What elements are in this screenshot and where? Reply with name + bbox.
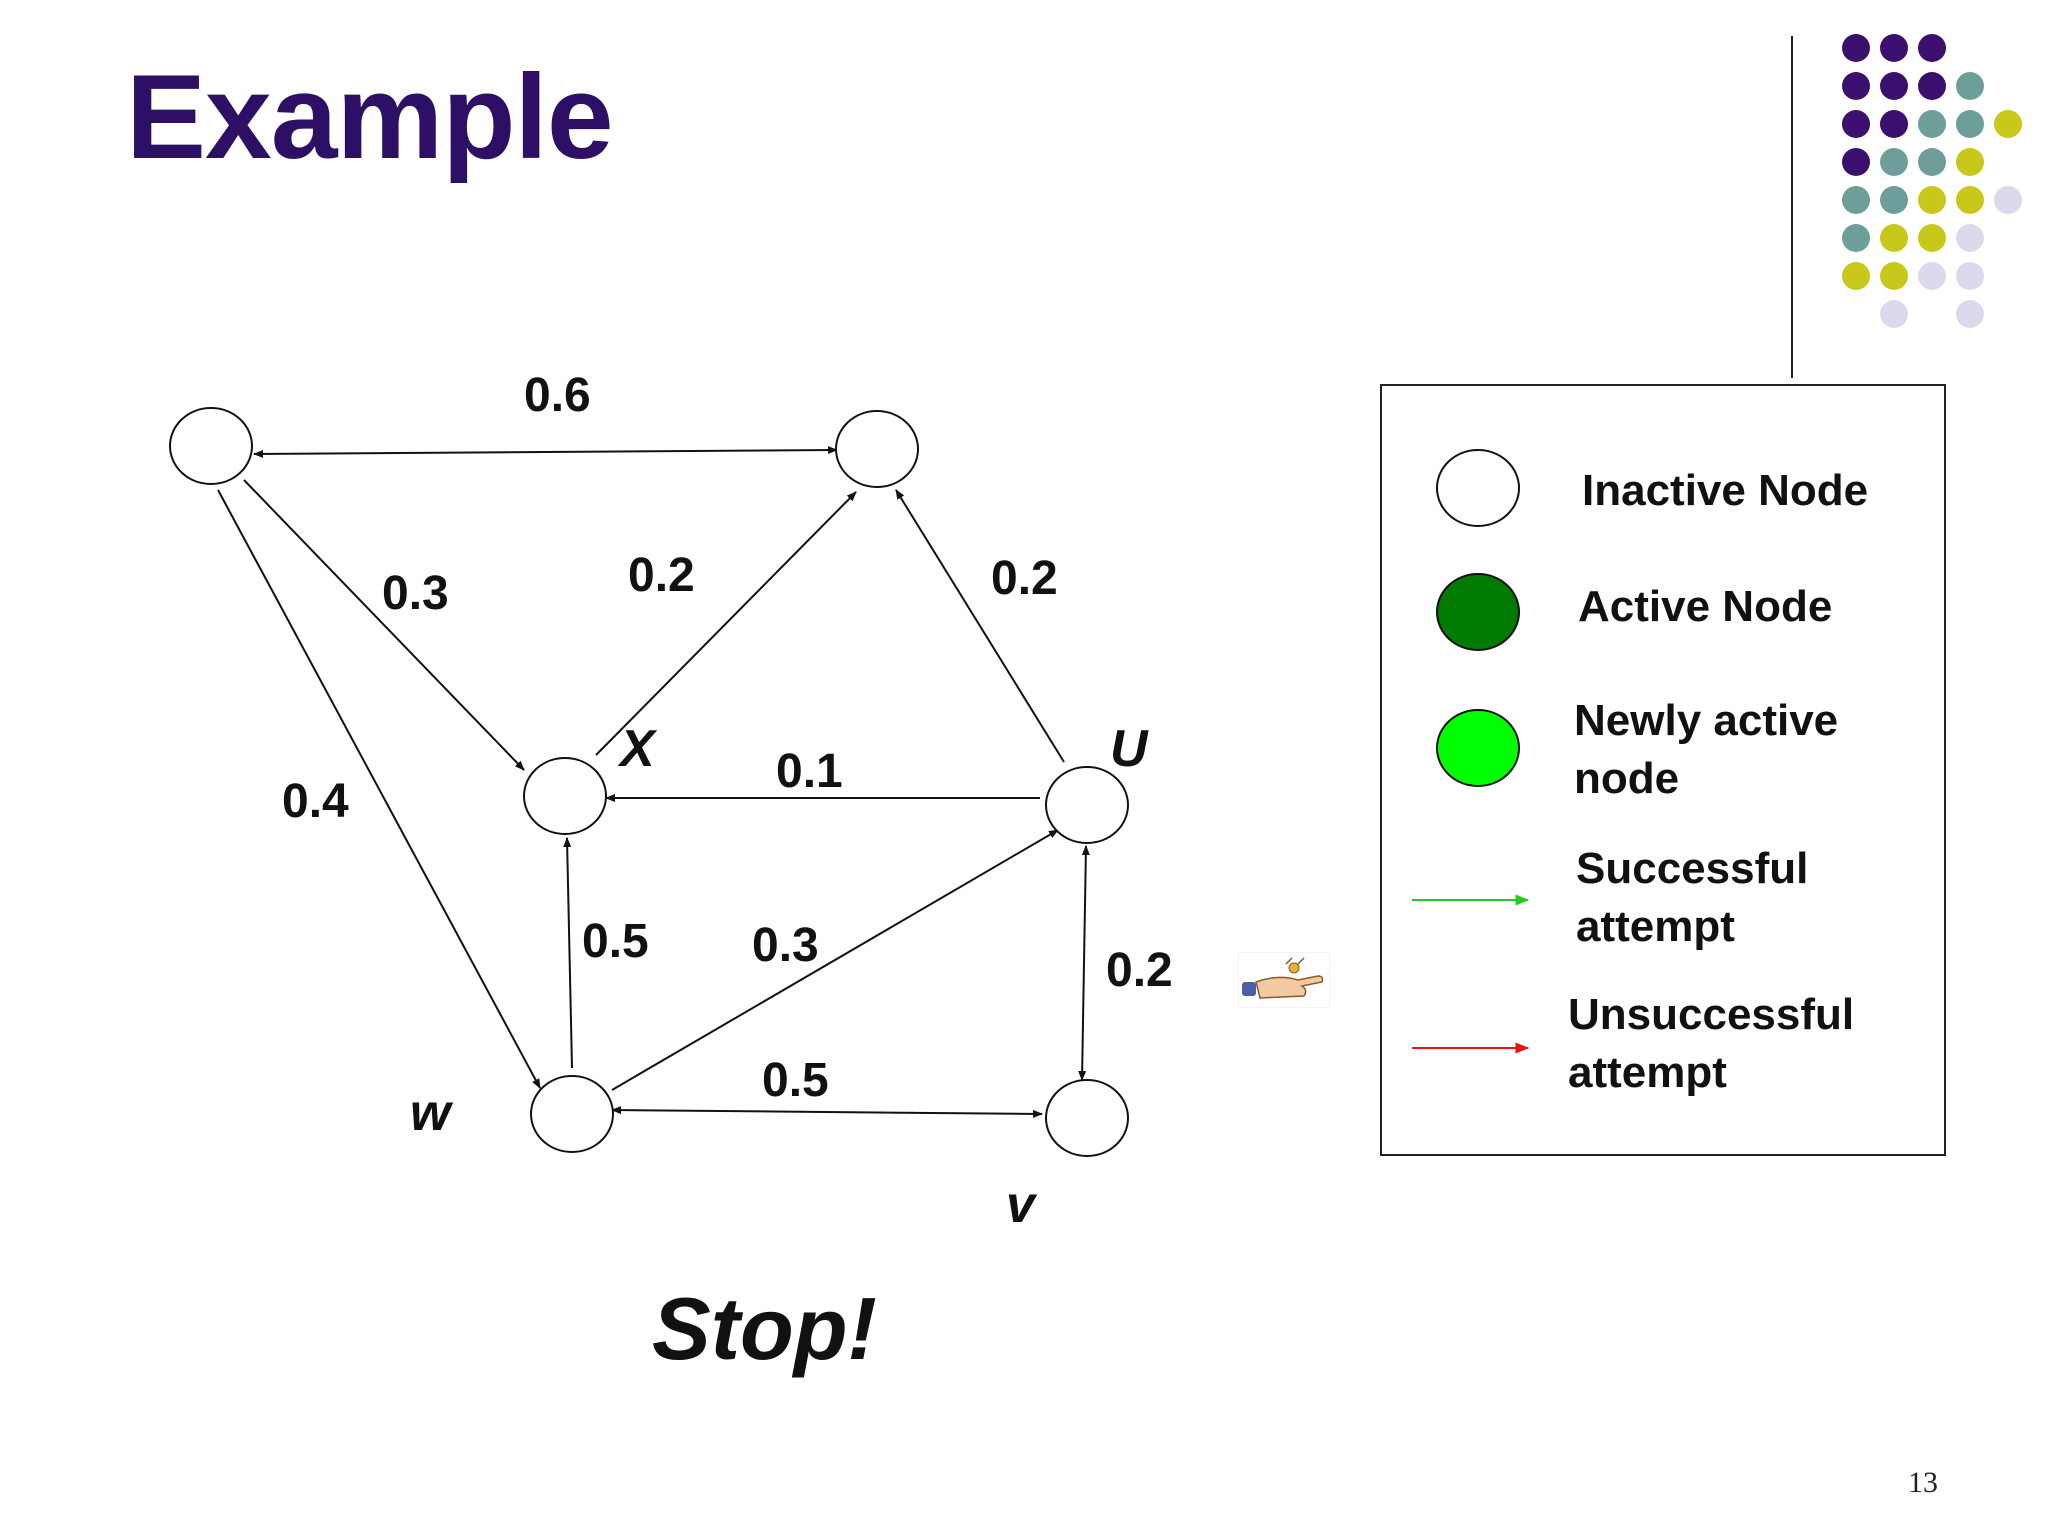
legend-newly-active-line1: Newly active (1574, 696, 1839, 745)
decorative-dot (1880, 262, 1908, 290)
edge-x-topright (595, 491, 857, 756)
legend-box: Inactive Node Active Node Newly active n… (1380, 384, 1946, 1156)
decorative-dot (1956, 110, 1984, 138)
weight-label-w-x: 0.5 (582, 915, 649, 968)
weight-label-w-u: 0.3 (752, 919, 819, 972)
slide-title: Example (126, 50, 614, 184)
decorative-dot (1842, 110, 1870, 138)
decorative-dot (1842, 224, 1870, 252)
decorative-dot (1842, 72, 1870, 100)
decorative-dot (1918, 186, 1946, 214)
decorative-dot (1842, 148, 1870, 176)
weight-label-u-topright: 0.2 (991, 552, 1058, 605)
legend-newly-active-line2: node (1574, 754, 1680, 803)
weight-label-u-x: 0.1 (776, 745, 843, 798)
pointing-hand-icon (1238, 952, 1330, 1008)
weight-label-x-topright: 0.2 (628, 549, 695, 602)
legend-newly-active-node-icon (1436, 709, 1520, 787)
legend-unsuccessful-label: Unsuccessful attempt (1568, 986, 1854, 1102)
legend-successful-line1: Successful (1576, 844, 1809, 893)
edge-u-topright (895, 489, 1065, 763)
node-label-w: w (410, 1084, 454, 1142)
decorative-dot (1918, 34, 1946, 62)
decorative-dot (1918, 224, 1946, 252)
decorative-dot (1880, 110, 1908, 138)
legend-symbols (1412, 449, 1530, 1054)
legend-active-label: Active Node (1578, 582, 1833, 631)
node-label-x: X (617, 720, 658, 778)
decorative-dot (1918, 72, 1946, 100)
edge-w-u (611, 829, 1059, 1091)
node-w (530, 1075, 614, 1153)
decorative-dot (1918, 148, 1946, 176)
decorative-dot (1842, 262, 1870, 290)
node-label-u: U (1110, 720, 1149, 778)
node-label-v: v (1006, 1176, 1038, 1234)
decorative-dot (1880, 72, 1908, 100)
decorative-dot (1880, 186, 1908, 214)
weight-label-u-v: 0.2 (1106, 944, 1173, 997)
legend-unsuccessful-line2: attempt (1568, 1048, 1727, 1097)
stop-message: Stop! (652, 1279, 877, 1378)
decorative-dot (1956, 72, 1984, 100)
weight-label-topleft-w: 0.4 (282, 775, 349, 828)
decorative-dot (1842, 186, 1870, 214)
decorative-dot (1880, 148, 1908, 176)
edge-topleft-topright (253, 446, 838, 458)
decorative-dot (1994, 186, 2022, 214)
node-u (1045, 766, 1129, 844)
decorative-dot (1956, 224, 1984, 252)
node-x (523, 757, 607, 835)
legend-inactive-label: Inactive Node (1582, 466, 1869, 515)
decorative-dot (1880, 34, 1908, 62)
decorative-dot (1994, 110, 2022, 138)
node-v (1045, 1079, 1129, 1157)
decorative-dot (1956, 300, 1984, 328)
decorative-dot-grid (1842, 34, 2022, 328)
decorative-dot (1918, 262, 1946, 290)
weight-label-topleft-topright: 0.6 (524, 369, 591, 422)
legend-inactive-node-icon (1436, 449, 1520, 527)
vertical-divider (1791, 36, 1793, 378)
edge-topleft-x (243, 479, 525, 771)
decorative-dot (1956, 262, 1984, 290)
legend-successful-label: Successful attempt (1576, 840, 1808, 956)
decorative-dot (1880, 300, 1908, 328)
legend-successful-line2: attempt (1576, 902, 1735, 951)
decorative-dot (1880, 224, 1908, 252)
decorative-dot (1918, 110, 1946, 138)
weight-label-topleft-x: 0.3 (382, 567, 449, 620)
edge-u-v (1078, 845, 1090, 1081)
weight-label-w-v: 0.5 (762, 1054, 829, 1107)
decorative-dot (1956, 186, 1984, 214)
legend-unsuccessful-line1: Unsuccessful (1568, 990, 1855, 1039)
decorative-dot (1842, 34, 1870, 62)
decorative-dot (1956, 148, 1984, 176)
edge-topleft-w (217, 489, 541, 1089)
node-top-left (169, 407, 253, 485)
legend-newly-active-label: Newly active node (1574, 692, 1838, 808)
edge-w-v (611, 1106, 1043, 1118)
legend-active-node-icon (1436, 573, 1520, 651)
node-top-right (835, 410, 919, 488)
page-number: 13 (1908, 1466, 1938, 1499)
edge-w-x (563, 837, 573, 1069)
